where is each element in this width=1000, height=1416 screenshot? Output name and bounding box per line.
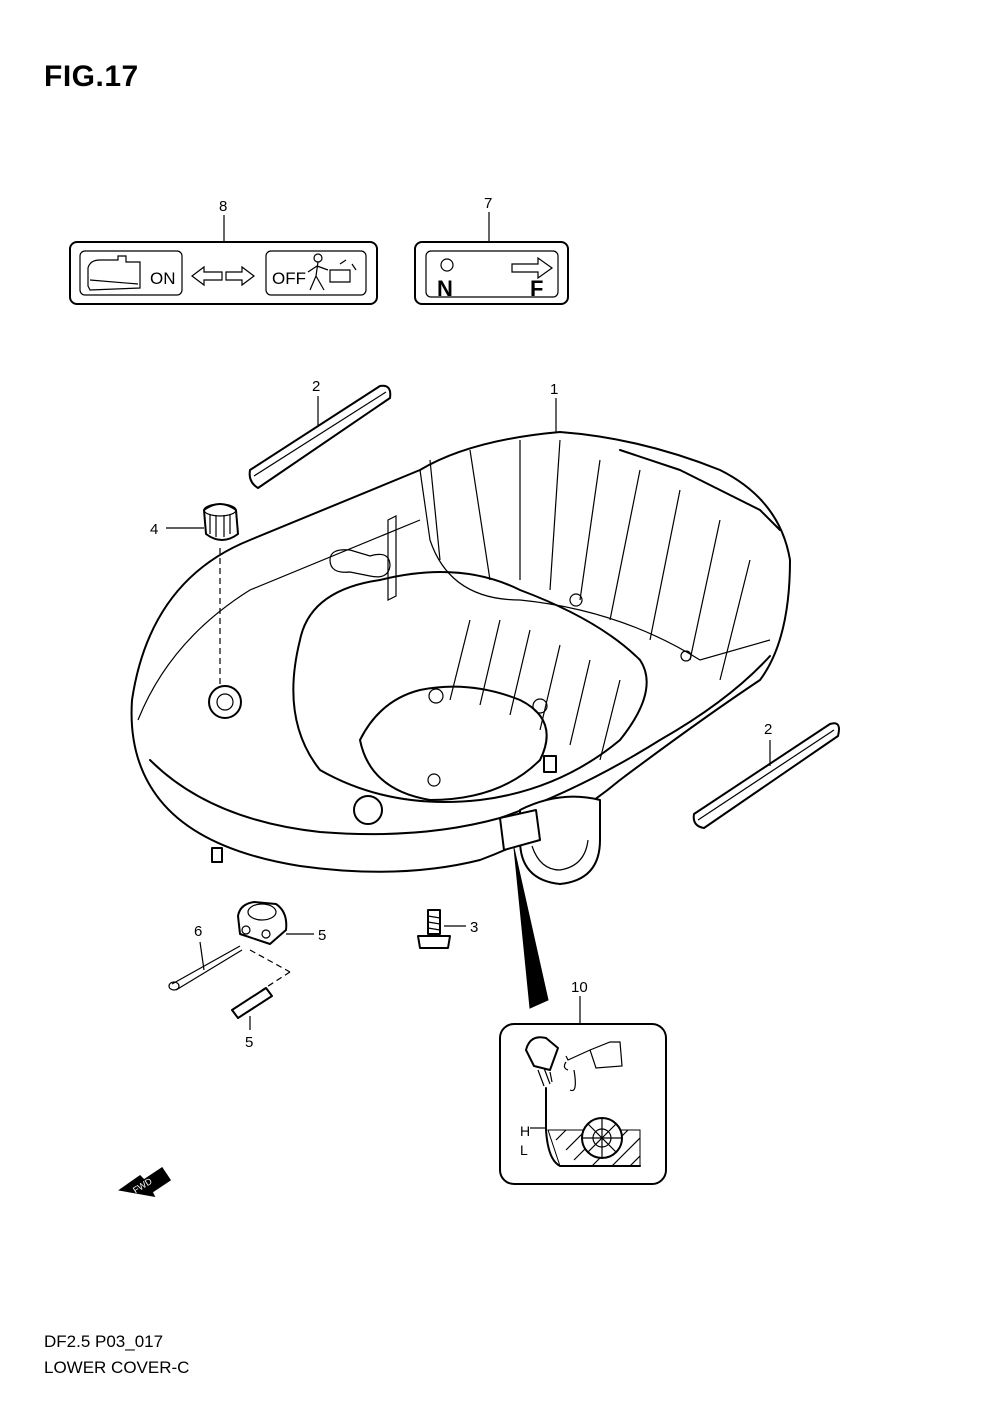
double-arrow-icon <box>191 265 255 287</box>
callout-7: 6 <box>194 923 202 940</box>
oil-can-icon <box>563 1041 623 1092</box>
part-3-bolt <box>417 909 451 949</box>
part-4-cap <box>203 503 239 541</box>
callout-8: 7 <box>484 195 492 212</box>
callout-5: 5 <box>318 927 326 944</box>
label-on: ON <box>150 269 176 288</box>
figure-name: LOWER COVER-C <box>44 1358 190 1377</box>
callout-4: 4 <box>150 521 158 538</box>
part-1-lower-cover <box>130 431 791 885</box>
callout-10: 10 <box>571 979 588 996</box>
part-2-trim-strip-right <box>692 722 840 829</box>
part-2-trim-strip-upper <box>248 384 392 489</box>
walking-person-icon <box>307 253 357 291</box>
part-6-pin <box>231 987 273 1019</box>
dipstick-cap-icon <box>525 1036 559 1071</box>
shift-arrow-icon <box>511 256 554 280</box>
callout-1: 1 <box>550 381 558 398</box>
callout-3: 3 <box>470 919 478 936</box>
fuel-tank-icon <box>87 255 141 291</box>
callout-2-upper: 2 <box>312 378 320 395</box>
label-off: OFF <box>272 269 306 288</box>
callout-6: 5 <box>245 1034 253 1051</box>
part-9-onoff-label: ON OFF <box>69 241 378 305</box>
figure-code: DF2.5 P03_017 <box>44 1332 164 1351</box>
label-oil-low: L <box>520 1142 528 1158</box>
label-oil-high: H <box>520 1123 530 1139</box>
figure-title: FIG.17 <box>44 60 139 93</box>
label-n: N <box>437 276 453 301</box>
part-7-cotter-pin <box>168 945 243 991</box>
label-f: F <box>530 276 543 301</box>
part-5-clamp <box>237 901 288 945</box>
forward-arrow-icon: FWD <box>118 1166 172 1197</box>
callout-9: 8 <box>219 198 227 215</box>
part-10-oil-level-label: H L <box>499 1023 667 1185</box>
callout-2-right: 2 <box>764 721 772 738</box>
part-8-shift-label: N F <box>414 241 569 305</box>
